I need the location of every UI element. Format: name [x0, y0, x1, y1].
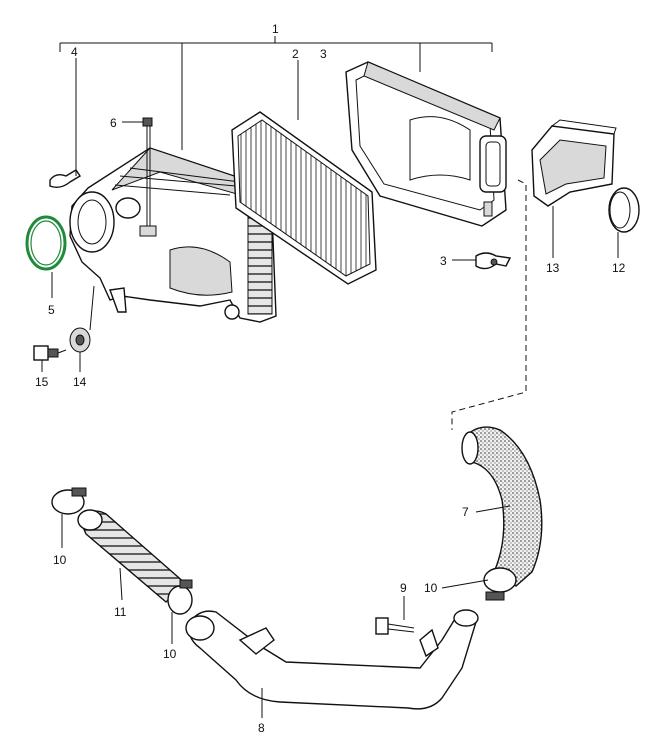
label-part-9: 9	[400, 581, 407, 595]
clamp-3	[475, 252, 512, 270]
label-part-11: 11	[114, 605, 127, 619]
bolt-9	[375, 617, 415, 635]
label-part-6: 6	[110, 116, 117, 130]
label-part-14: 14	[73, 375, 87, 389]
hose-clamp-10-right	[483, 567, 517, 601]
label-part-13: 13	[546, 261, 560, 275]
label-part-8: 8	[258, 721, 265, 735]
label-part-3-top: 3	[320, 47, 327, 61]
assembly-bracket-1	[59, 36, 493, 150]
label-part-1: 1	[272, 22, 279, 36]
label-part-3-clamp: 3	[440, 254, 447, 268]
label-part-4: 4	[71, 45, 78, 59]
clip-4	[49, 169, 81, 189]
label-part-12: 12	[612, 261, 626, 275]
gasket-ring-5	[25, 215, 67, 271]
grommet-14	[69, 327, 91, 353]
intake-pipe-8	[185, 609, 479, 710]
label-part-10-left: 10	[53, 553, 67, 567]
label-part-2: 2	[292, 47, 299, 61]
part-labels: 1 2 3 3 4 5 6 7 8 9 10 10 10 11 12 13 14…	[35, 22, 626, 735]
hose-clamp-10-upper-left	[51, 487, 87, 515]
label-part-10-right: 10	[424, 581, 438, 595]
air-filter-housing-upper-3	[345, 61, 507, 227]
cap-12	[608, 187, 640, 233]
bolt-6	[139, 117, 157, 237]
hose-clamp-10-lower	[167, 579, 193, 615]
intake-duct-13	[531, 119, 617, 207]
leader-lines	[41, 58, 619, 718]
intake-hose-7	[461, 426, 543, 587]
air-filter-element-2	[231, 111, 377, 285]
air-filter-housing-lower	[69, 147, 277, 323]
label-part-15: 15	[35, 375, 49, 389]
label-part-10-lower: 10	[163, 647, 177, 661]
hose-11	[77, 509, 188, 603]
label-part-7: 7	[462, 505, 469, 519]
temperature-sensor-15	[33, 345, 67, 361]
label-part-5: 5	[48, 303, 55, 317]
